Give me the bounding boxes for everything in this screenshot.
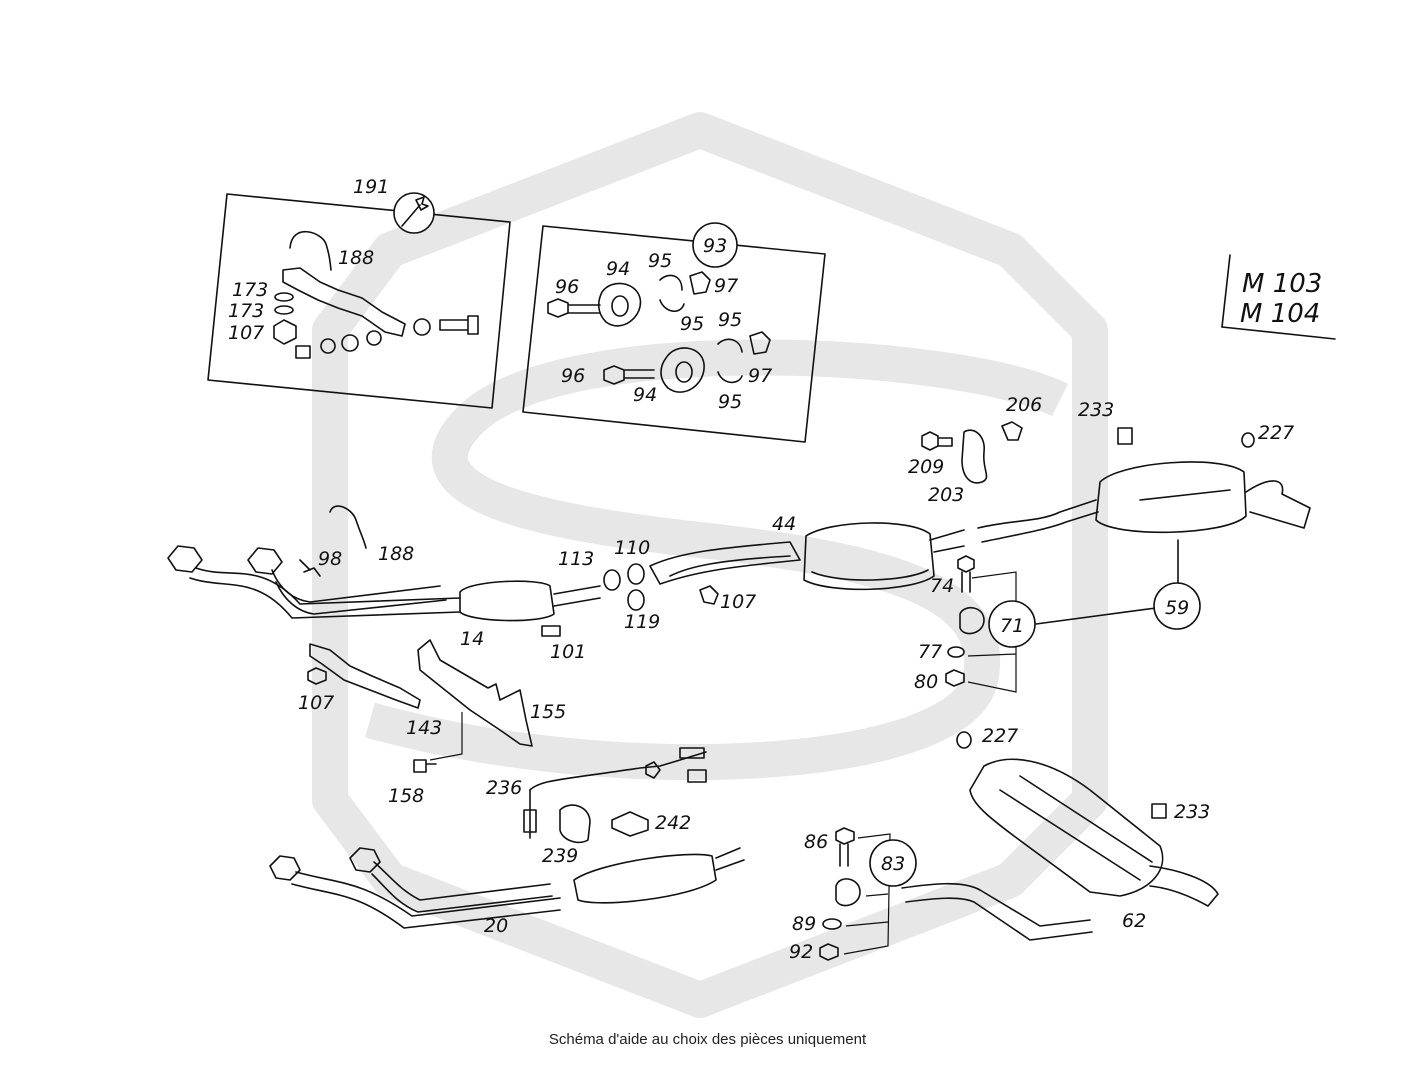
- part-number-label: 203: [928, 484, 964, 506]
- middle-silencer: [803, 499, 1099, 591]
- part-number-label: 107: [720, 591, 756, 613]
- part-number-label: 155: [530, 701, 566, 723]
- hanger-bracket-cluster: [921, 421, 1023, 484]
- part-number-label: 74: [930, 575, 954, 597]
- part-number-label: 89: [792, 913, 816, 935]
- part-number-label: 173: [228, 300, 264, 322]
- part-number-label: 239: [542, 845, 578, 867]
- part-number-label: 86: [804, 831, 828, 853]
- part-number-label: 233: [1078, 399, 1114, 421]
- part-number-label: 96: [561, 365, 585, 387]
- part-number-label: 95: [648, 250, 672, 272]
- part-number-label: 107: [298, 692, 334, 714]
- part-number-label: 233: [1174, 801, 1210, 823]
- part-number-label: 44: [772, 513, 796, 535]
- part-number-label: 92: [789, 941, 813, 963]
- diagram-caption: Schéma d'aide au choix des pièces unique…: [548, 1031, 867, 1048]
- clamp-assembly-71: [945, 555, 1157, 693]
- repair-kit-box: [207, 192, 511, 409]
- part-number-label: 94: [606, 258, 630, 280]
- part-number-label: 95: [718, 391, 742, 413]
- part-number-label: 227: [1258, 422, 1294, 444]
- rear-silencer-lower: [901, 731, 1219, 941]
- part-number-label: 80: [914, 671, 938, 693]
- part-number-label: 59: [1165, 597, 1189, 619]
- wrench-icon: [401, 196, 429, 227]
- part-number-label: 209: [908, 456, 944, 478]
- part-number-label: 62: [1122, 910, 1146, 932]
- part-number-label: 158: [388, 785, 424, 807]
- part-number-label: 143: [406, 717, 442, 739]
- part-number-label: 206: [1006, 394, 1042, 416]
- part-number-label: 96: [555, 276, 579, 298]
- front-pipe-assembly: [167, 505, 801, 637]
- part-number-label: 94: [633, 384, 657, 406]
- part-number-label: 188: [338, 247, 374, 269]
- watermark-logo: [312, 112, 1108, 1018]
- part-number-label: 97: [714, 275, 738, 297]
- clamp-kit-box: [522, 222, 826, 443]
- part-number-label: 71: [1000, 615, 1024, 637]
- clamp-assembly-83: [819, 827, 891, 961]
- part-number-label: 93: [703, 235, 727, 257]
- part-number-label: 119: [624, 611, 660, 633]
- part-number-label: 101: [550, 641, 586, 663]
- part-number-label: 227: [982, 725, 1018, 747]
- sensor-parts: [523, 747, 707, 844]
- part-number-label: 98: [318, 548, 342, 570]
- part-number-label: 242: [655, 812, 691, 834]
- part-number-label: 14: [460, 628, 484, 650]
- lower-pipe-20: [269, 847, 745, 929]
- part-number-label: 20: [484, 915, 508, 937]
- engine-code-label: M 104: [1240, 299, 1320, 329]
- rear-silencer-upper: [1095, 427, 1311, 586]
- part-number-label: 236: [486, 777, 522, 799]
- part-number-label: 83: [881, 853, 905, 875]
- part-number-label: 77: [918, 641, 942, 663]
- part-number-label: 110: [614, 537, 650, 559]
- engine-code-label: M 103: [1242, 269, 1322, 299]
- engine-label: [1221, 254, 1336, 340]
- circled-refs: [869, 582, 1201, 887]
- heat-shields: [307, 639, 533, 773]
- part-number-label: 173: [232, 279, 268, 301]
- part-number-label: 95: [680, 313, 704, 335]
- part-number-label: 188: [378, 543, 414, 565]
- part-number-label: 113: [558, 548, 594, 570]
- part-number-label: 191: [353, 176, 389, 198]
- part-number-label: 95: [718, 309, 742, 331]
- part-number-label: 107: [228, 322, 264, 344]
- part-number-label: 97: [748, 365, 772, 387]
